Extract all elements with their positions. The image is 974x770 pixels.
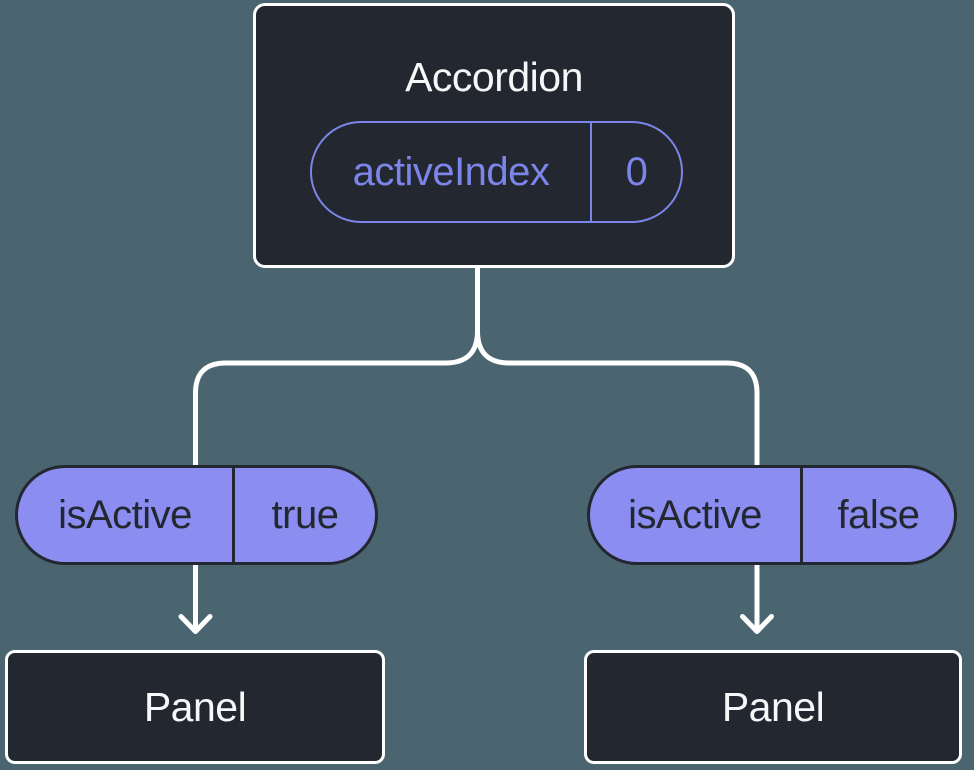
arrow-down-icon bbox=[178, 614, 213, 634]
connector-branch-right bbox=[475, 328, 760, 630]
panel-title: Panel bbox=[721, 683, 825, 730]
panel-node-right: Panel bbox=[584, 650, 962, 764]
state-name: activeIndex bbox=[312, 123, 592, 221]
accordion-node: Accordion activeIndex 0 bbox=[253, 3, 735, 268]
prop-pill-left: isActive true bbox=[15, 465, 378, 565]
prop-value: false bbox=[837, 492, 921, 537]
panel-title: Panel bbox=[143, 683, 247, 730]
arrow-down-icon bbox=[740, 614, 774, 634]
prop-name: isActive bbox=[590, 468, 803, 562]
prop-name: isActive bbox=[18, 468, 235, 562]
prop-pill-right: isActive false bbox=[587, 465, 957, 565]
panel-node-left: Panel bbox=[5, 650, 385, 764]
state-value: 0 bbox=[625, 149, 648, 194]
prop-value: true bbox=[271, 492, 339, 537]
state-pill: activeIndex 0 bbox=[310, 121, 683, 223]
connector-branch-left bbox=[193, 328, 480, 630]
accordion-title: Accordion bbox=[405, 53, 583, 100]
